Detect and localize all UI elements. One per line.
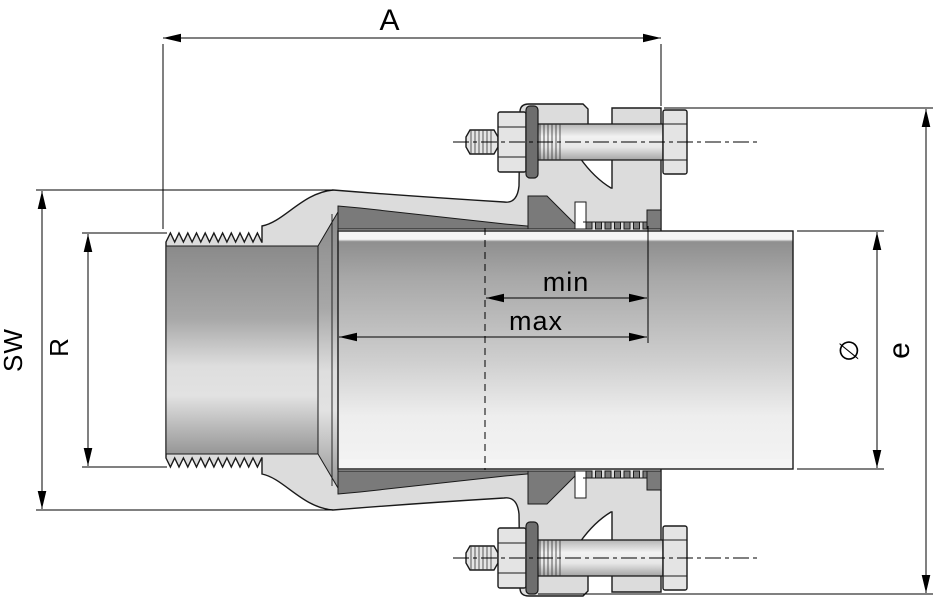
dimension-SW: SW <box>0 189 333 511</box>
dim-label-diameter: ∅ <box>834 338 864 362</box>
dim-label-min: min <box>543 267 590 297</box>
bottom-bolt-assembly <box>453 521 757 595</box>
grip-ring-teeth-bottom <box>583 470 648 479</box>
grip-ring-teeth-top <box>583 221 648 230</box>
dimension-diameter: ∅ <box>797 230 884 470</box>
dimension-min: min <box>486 267 647 303</box>
spacer-ring-bottom <box>574 470 587 499</box>
dim-label-A: A <box>379 4 400 37</box>
seal-components <box>527 195 662 505</box>
socket-end-block-top <box>646 209 662 230</box>
dimension-A: A <box>162 4 662 229</box>
bore-step <box>317 210 339 490</box>
spacer-ring-top <box>574 201 587 230</box>
bore-small <box>165 245 319 455</box>
dimension-max: max <box>339 226 649 343</box>
top-bolt-assembly <box>453 105 757 179</box>
dim-label-max: max <box>509 306 563 336</box>
dimension-e: e <box>538 107 933 595</box>
inner-bore <box>165 205 561 495</box>
dimension-R: R <box>44 232 167 468</box>
pipe-body <box>337 230 794 470</box>
dim-label-e: e <box>883 341 916 359</box>
socket-end-block-bottom <box>646 470 662 491</box>
dim-label-R: R <box>44 337 74 357</box>
dim-label-SW: SW <box>0 328 28 372</box>
pipe <box>337 230 794 470</box>
